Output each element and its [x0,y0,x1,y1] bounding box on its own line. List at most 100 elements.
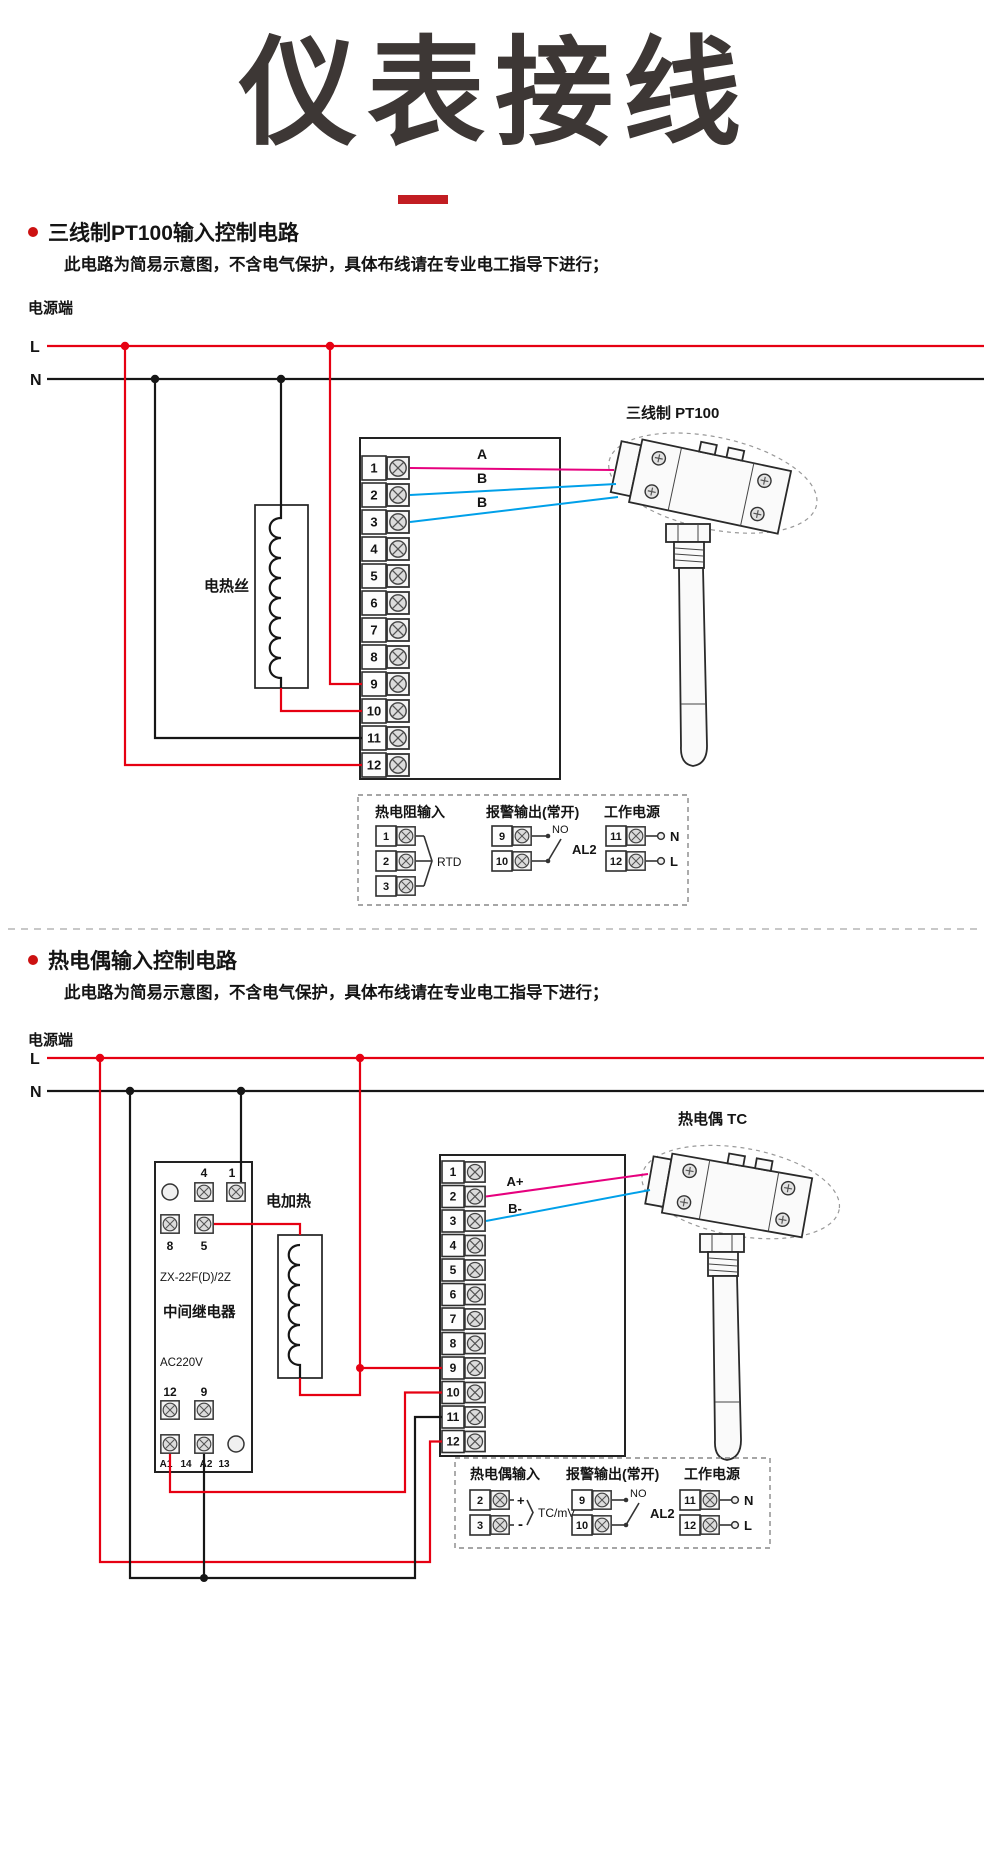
terminal-row: 12 [361,752,410,778]
legend-box [454,1457,771,1549]
terminal-number: 12 [446,1435,460,1449]
legend-title: 热电阻输入 [375,804,445,820]
junction-dot [276,374,286,384]
legend-2: 热电偶输入 2 3 + - TC/mV 报警输出(常开) 9 10 [454,1457,771,1549]
screw-terminal-icon [386,753,410,777]
terminal-row: 11 [361,725,410,751]
tc-bracket [526,1499,534,1526]
terminal-row: 8 [441,1331,486,1356]
legend-terminal-number: 2 [383,856,389,868]
tc-probe-rod [712,1275,742,1461]
page-title: 仪表接线 [238,28,751,160]
screw-terminal-icon [396,826,416,846]
terminal-strip: 1 2 3 4 5 6 7 8 9 10 11 12 [439,1154,626,1457]
screw-terminal-icon [490,1515,510,1535]
terminal-number: 5 [450,1263,457,1277]
relay-indicator [227,1435,245,1453]
live-to-terminal12-wire [123,346,362,767]
terminal-row: 4 [361,536,410,562]
red-bullet-icon [28,227,38,237]
screw-terminal-icon [194,1400,214,1420]
relay-box [154,1161,253,1473]
heater-box [254,504,309,689]
screw-terminal-icon [512,826,532,846]
terminal-row: 4 [441,1233,486,1258]
legend-work-power: 工作电源 11 12 N L [679,1466,753,1536]
relay-terminal-label: 5 [201,1239,208,1253]
terminal-number: 2 [450,1190,457,1204]
terminal-row: 5 [441,1258,486,1282]
relay-terminal-label: 12 [163,1385,177,1399]
alarm-channel-label: AL2 [572,842,597,857]
screw-terminal-icon [464,1406,486,1428]
screw-terminal-icon [386,456,410,480]
screw-terminal-icon [160,1434,180,1454]
relay-coil-a1-to-terminal10-wire [168,1391,442,1494]
screw-terminal-icon [592,1515,612,1535]
legend-alarm-output: 报警输出(常开) 9 10 NO AL2 [486,804,597,872]
pt100-head [608,432,818,535]
no-contact-blade [625,1502,640,1526]
terminal-row: 7 [361,617,410,643]
relay-indicator [161,1183,179,1201]
legend-terminal-number: 10 [576,1520,588,1532]
legend-terminal-number: 10 [496,856,508,868]
section2-note: 此电路为简易示意图，不含电气保护，具体布线请在专业电工指导下进行； [64,984,609,1002]
legend-rtd-input: 热电阻输入 1 2 3 RTD [375,804,462,897]
pt100-nut [665,523,711,543]
relay-terminal-label: 8 [167,1239,174,1253]
junction-dot [236,1086,246,1096]
legend-terminal-number: 11 [610,831,622,843]
legend-title: 报警输出(常开) [566,1466,659,1482]
junction-dot [95,1053,105,1063]
tc-sensor-label: 热电偶 TC [678,1110,747,1128]
terminal-row: 6 [441,1282,486,1307]
screw-terminal-icon [396,876,416,896]
terminal-row: 6 [361,590,410,616]
heater-box [277,1234,323,1379]
screw-terminal-icon [194,1214,214,1234]
legend-terminal-number: 12 [610,856,622,868]
screw-terminal-icon [464,1185,486,1208]
screw-terminal-icon [512,851,532,871]
screw-terminal-icon [464,1332,486,1355]
junction-dot [355,1053,365,1063]
section1-heading: 三线制PT100输入控制电路 [28,217,299,247]
terminal-row: 9 [361,671,410,697]
legend-terminal-number: 11 [684,1495,696,1507]
screw-terminal-icon [386,618,410,642]
heater-element: 电热丝 [204,504,309,689]
screw-terminal-icon [592,1490,612,1510]
wire-label-a-plus: A+ [507,1174,524,1189]
relay-terminal-label: 9 [201,1385,208,1399]
section2-wires: A+ B- [95,1053,651,1582]
screw-terminal-icon [464,1283,486,1306]
sensor-wire-b1 [409,483,617,496]
section1-note: 此电路为简易示意图，不含电气保护，具体布线请在专业电工指导下进行； [64,256,609,274]
terminal-row: 3 [361,509,410,535]
terminal-number: 8 [370,650,377,665]
screw-terminal-icon [626,851,646,871]
screw-terminal-icon [464,1381,486,1404]
screw-terminal-icon [386,510,410,534]
section2-heading-text: 热电偶输入控制电路 [48,950,237,973]
power-source-label: 电源端 [28,299,73,317]
live-rail-label: L [30,339,40,356]
sensor-wire-b-minus [485,1189,651,1222]
heater-to-relay-contact-wire [214,1222,302,1235]
screw-terminal-icon [490,1490,510,1510]
wire-label-a: A [477,446,487,462]
live-to-terminal12-wire [98,1058,442,1564]
terminal-number: 9 [450,1361,457,1375]
no-contact-blade [547,838,562,862]
polarity-plus: + [517,1493,525,1508]
heater-label: 电热丝 [204,577,249,595]
legend-box [357,794,689,906]
relay-terminal-label: 4 [201,1166,208,1180]
legend-terminal-number: 3 [477,1520,483,1532]
terminal-row: 12 [441,1429,486,1454]
live-to-terminal9-wire [328,346,362,686]
contact-point [623,1497,629,1503]
terminal-number: 4 [450,1239,457,1253]
